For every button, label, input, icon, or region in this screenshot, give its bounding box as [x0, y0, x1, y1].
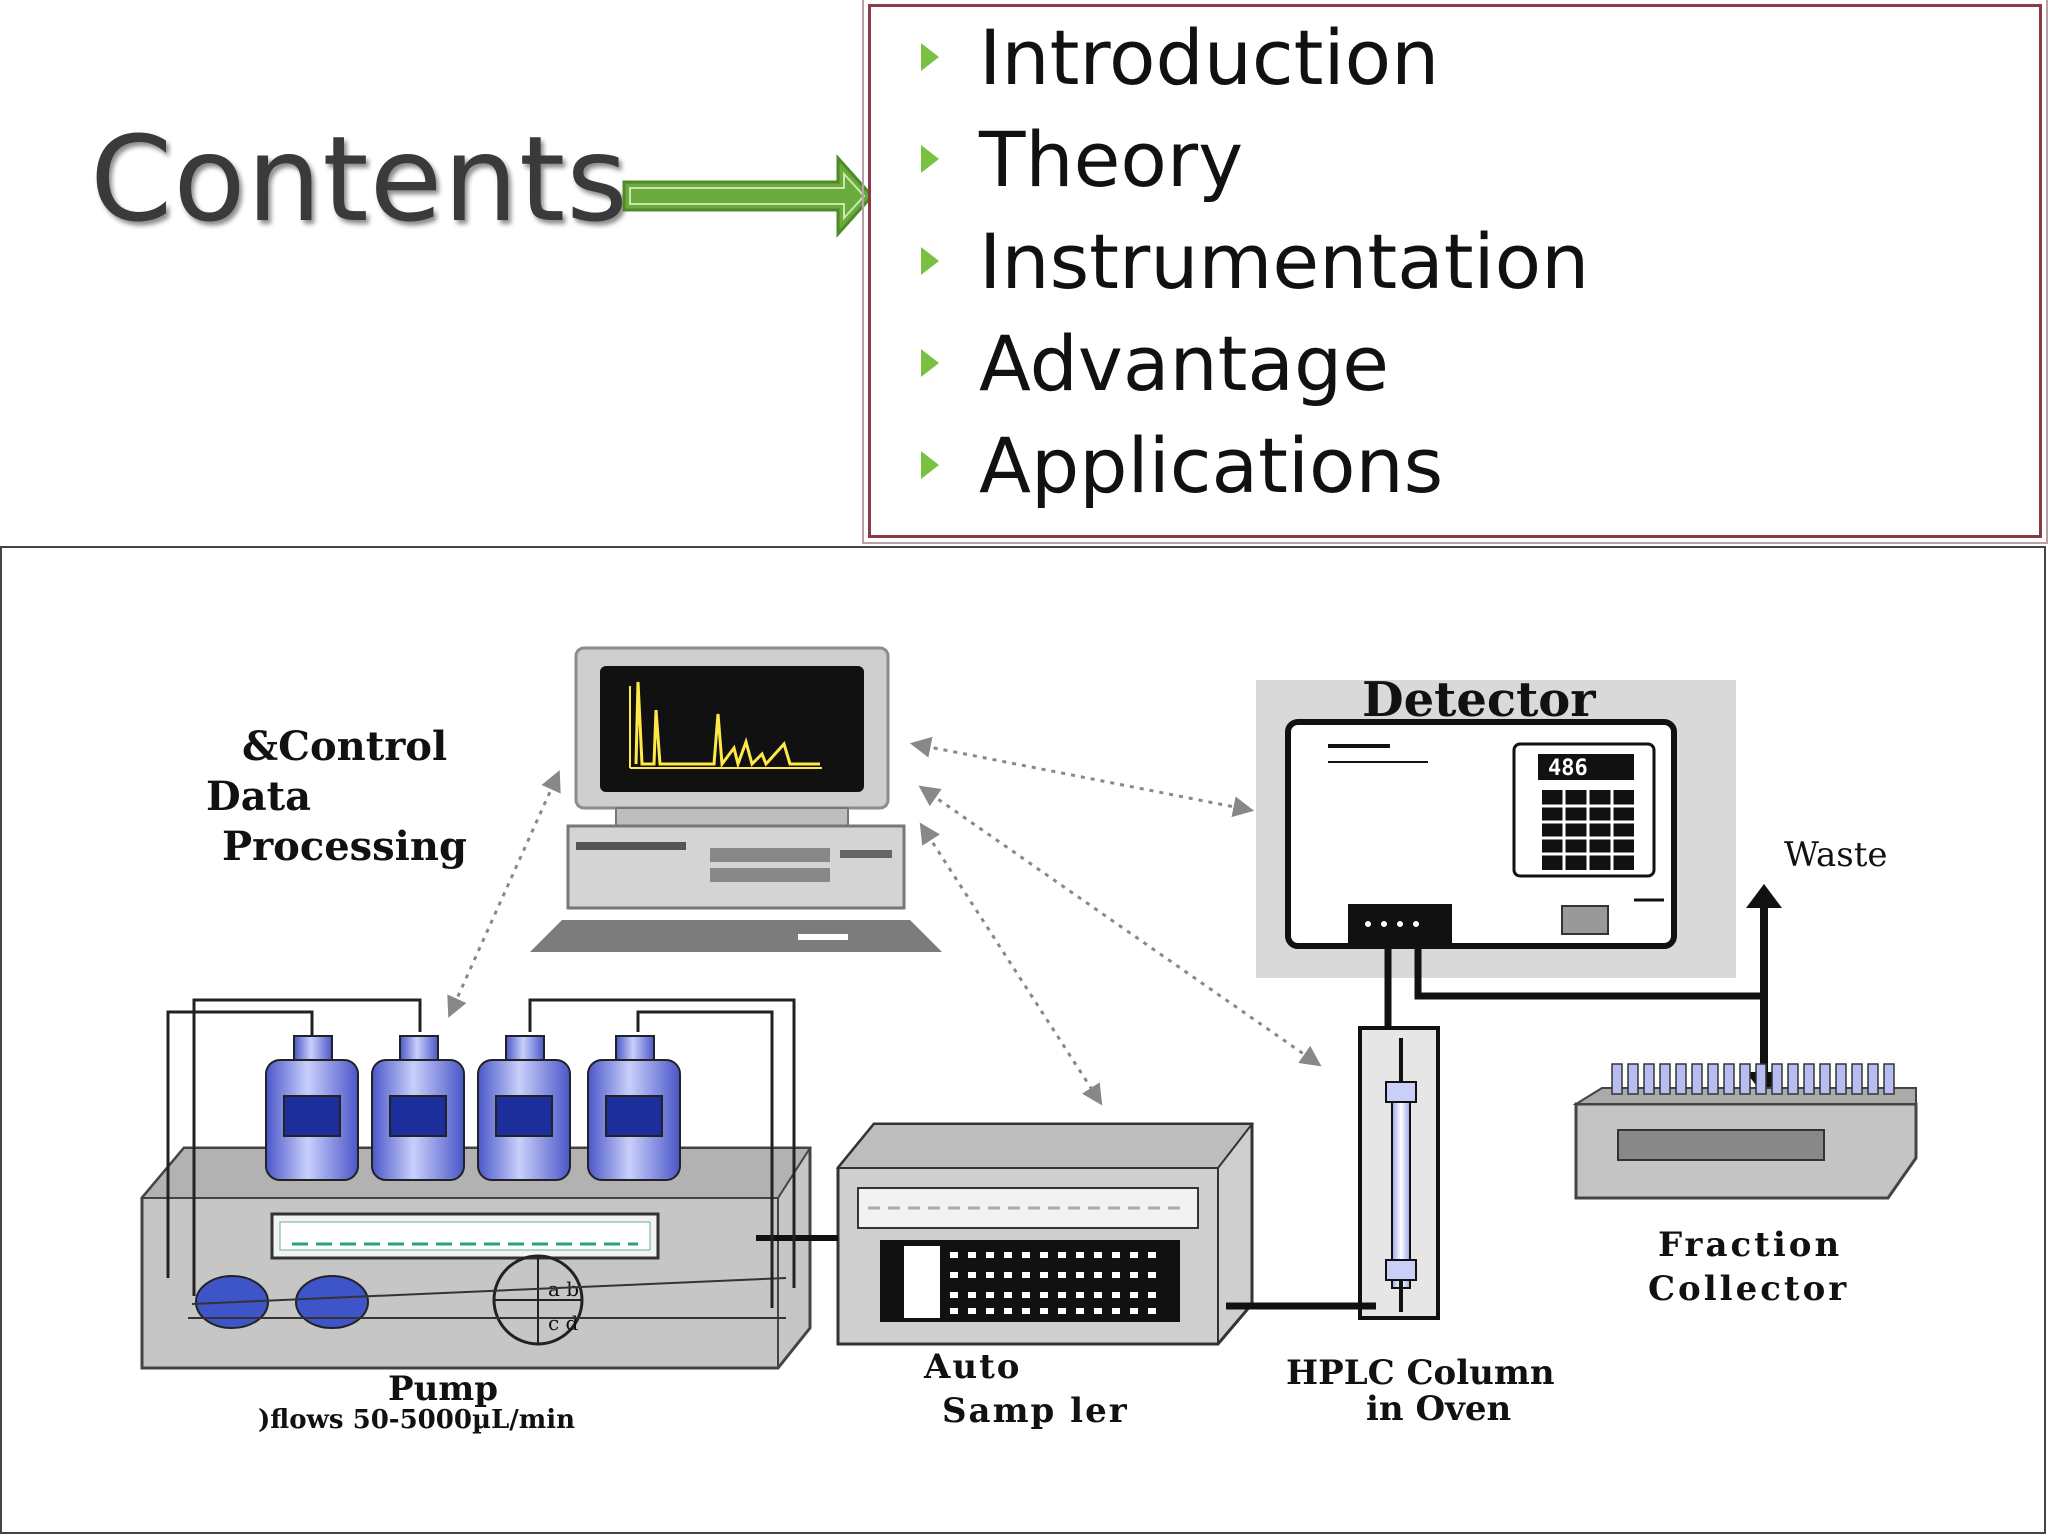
processing-label: Processing	[222, 823, 467, 870]
menu-item-label: Instrumentation	[979, 216, 1590, 306]
auto-sampler	[835, 1122, 1255, 1346]
bullet-arrow-icon	[921, 349, 939, 377]
menu-item-instrumentation[interactable]: Instrumentation	[921, 211, 1589, 311]
column-label-2: in Oven	[1366, 1389, 1511, 1429]
menu-item-advantage[interactable]: Advantage	[921, 313, 1389, 413]
menu-item-introduction[interactable]: Introduction	[921, 7, 1439, 107]
data-label: Data	[206, 773, 311, 820]
menu-item-label: Theory	[979, 114, 1244, 204]
detector-display-value: 486	[1548, 756, 1588, 781]
bullet-arrow-icon	[921, 247, 939, 275]
menu-item-label: Introduction	[979, 12, 1440, 102]
detector-unit: Detector 486	[1256, 672, 1736, 978]
menu-item-theory[interactable]: Theory	[921, 109, 1243, 209]
hplc-column	[1358, 1026, 1440, 1320]
bullet-arrow-icon	[921, 43, 939, 71]
fraction-label-2: Collector	[1648, 1269, 1849, 1309]
column-label-1: HPLC Column	[1286, 1353, 1555, 1393]
solvent-bottles	[265, 1035, 681, 1181]
right-arrow-icon	[622, 154, 875, 238]
hplc-diagram-frame: &Control Data Processing Detector 486 Wa…	[0, 546, 2046, 1534]
menu-item-label: Applications	[979, 420, 1444, 510]
auto-label: Auto	[923, 1347, 1021, 1387]
bullet-arrow-icon	[921, 145, 939, 173]
computer-icon	[530, 646, 942, 952]
pump-unit: a b c d	[139, 1146, 812, 1370]
fraction-label-1: Fraction	[1658, 1225, 1842, 1265]
menu-item-applications[interactable]: Applications	[921, 415, 1443, 515]
detector-label: Detector	[1362, 672, 1596, 728]
bullet-arrow-icon	[921, 451, 939, 479]
waste-label: Waste	[1784, 835, 1888, 875]
contents-list-box: Introduction Theory Instrumentation Adva…	[862, 0, 2048, 544]
pump-flow-label: )flows 50-5000µL/min	[258, 1405, 575, 1435]
hplc-system-diagram: &Control Data Processing Detector 486 Wa…	[139, 646, 1918, 1435]
pump-label: Pump	[388, 1369, 498, 1409]
sampler-label: Samp ler	[942, 1391, 1129, 1431]
svg-text:c d: c d	[548, 1311, 579, 1335]
control-label: &Control	[242, 723, 447, 770]
page-title: Contents	[90, 110, 629, 248]
menu-item-label: Advantage	[979, 318, 1389, 408]
fraction-collector	[1572, 1063, 1918, 1200]
